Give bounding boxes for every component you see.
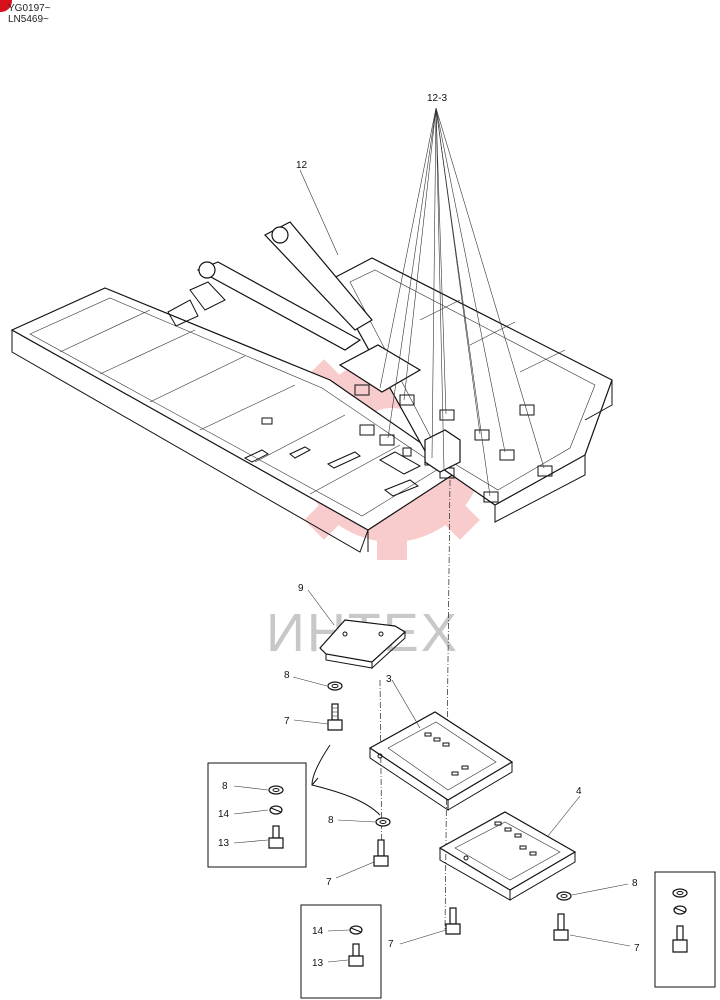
inset1-label-8: 8	[222, 781, 228, 792]
label-12: 12	[296, 160, 308, 171]
serial-range-2: LN5469~	[8, 14, 49, 25]
label-9: 9	[298, 583, 304, 594]
washer-8-upper	[327, 681, 343, 691]
bolt-7-lower-center	[445, 907, 461, 935]
leaders-12-3	[379, 107, 545, 497]
label-7-lower-right: 7	[634, 943, 640, 954]
label-8-middle: 8	[328, 815, 334, 826]
inset2-label-13: 13	[312, 958, 324, 969]
part-9-cover	[319, 619, 407, 670]
inset2-label-14: 14	[312, 926, 324, 937]
label-8-right: 8	[632, 878, 638, 889]
inset-box-1	[207, 762, 307, 868]
label-3: 3	[386, 674, 392, 685]
inset-box-3	[654, 871, 716, 988]
label-12-3: 12-3	[427, 93, 447, 104]
inset1-label-13: 13	[218, 838, 230, 849]
serial-range-1: YG0197~	[8, 3, 51, 14]
label-8-upper: 8	[284, 670, 290, 681]
washer-8-middle	[375, 817, 391, 827]
label-7-upper: 7	[284, 716, 290, 727]
label-7-middle: 7	[326, 877, 332, 888]
part-4-plate	[438, 811, 577, 901]
washer-8-right	[556, 891, 572, 901]
bolt-7-lower-right	[553, 913, 569, 941]
main-frame	[10, 221, 613, 553]
label-7-lower-center: 7	[388, 939, 394, 950]
inset1-label-14: 14	[218, 809, 230, 820]
label-4: 4	[576, 786, 582, 797]
part-3-plate	[368, 711, 514, 811]
bolt-7-upper	[327, 703, 343, 731]
mount-pads	[354, 384, 553, 503]
inset-box-2	[300, 904, 382, 999]
bolt-7-middle	[373, 839, 389, 867]
